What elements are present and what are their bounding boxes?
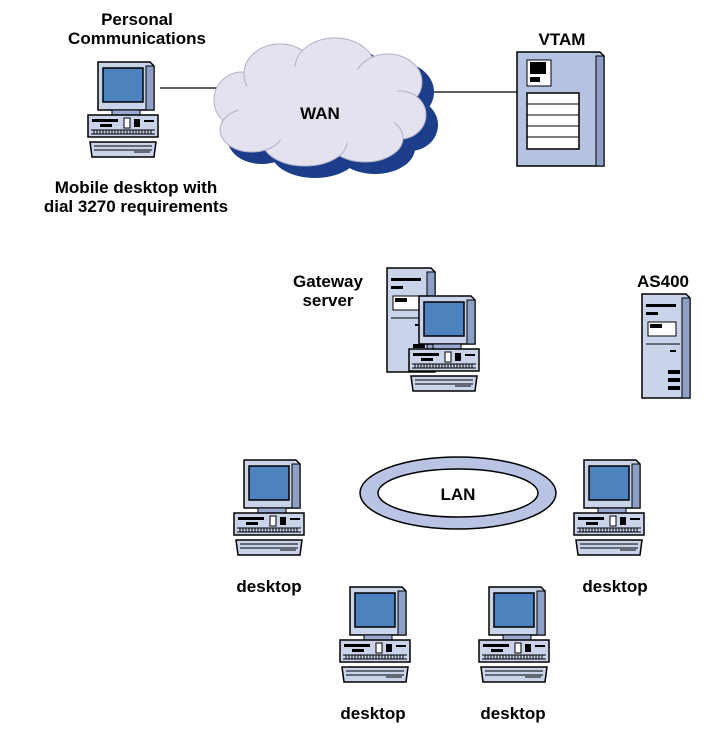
personal-label: Personal Communications — [62, 10, 212, 48]
gateway-server-label: Gateway server — [283, 272, 373, 310]
personal-label-line1: Personal — [101, 10, 173, 29]
desktop-right-computer — [573, 459, 645, 556]
as400-icon — [641, 293, 691, 399]
mobile-label-line1: Mobile desktop with — [54, 178, 218, 197]
vtam-host-icon — [516, 51, 605, 167]
mobile-desktop-label: Mobile desktop with dial 3270 requiremen… — [18, 178, 254, 216]
personal-label-line2: Communications — [68, 29, 206, 48]
gateway-label-line2: server — [302, 291, 354, 310]
desktop-bottom-right-computer — [478, 586, 550, 683]
gateway-server-icon — [386, 267, 480, 392]
desktop-right-label: desktop — [582, 577, 648, 596]
lan-ring — [359, 456, 557, 530]
wan-cloud-core — [238, 65, 402, 145]
desktop-bottom-left-label: desktop — [340, 704, 406, 723]
vtam-label: VTAM — [538, 30, 586, 49]
desktop-bottom-right-label: desktop — [480, 704, 546, 723]
desktop-left-computer — [233, 459, 305, 556]
gateway-label-line1: Gateway — [293, 272, 363, 291]
as400-label: AS400 — [637, 272, 689, 291]
mobile-label-line2: dial 3270 requirements — [43, 197, 229, 216]
desktop-left-label: desktop — [236, 577, 302, 596]
desktop-bottom-left-computer — [339, 586, 411, 683]
wan-label: WAN — [300, 104, 340, 123]
lan-label: LAN — [440, 485, 476, 504]
personal-communications-computer — [87, 61, 159, 158]
